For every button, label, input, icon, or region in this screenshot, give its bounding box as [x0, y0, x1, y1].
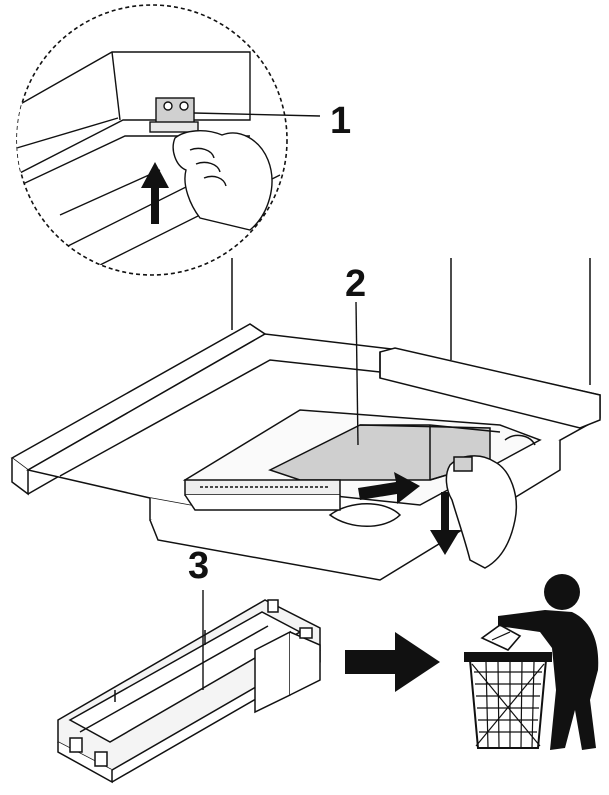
person-discarding-icon	[498, 574, 599, 750]
detail-view-circle	[16, 4, 288, 276]
arrow-up-icon	[141, 162, 169, 224]
callout-3: 3	[188, 545, 209, 587]
filter-cassette	[57, 599, 321, 784]
trash-bin-icon	[464, 624, 552, 749]
callout-1: 1	[330, 100, 351, 142]
arrow-right-icon	[358, 472, 420, 504]
arrow-down-icon	[430, 492, 460, 555]
arrow-right-icon	[345, 632, 440, 692]
callout-2: 2	[345, 263, 366, 305]
range-hood	[10, 258, 601, 581]
